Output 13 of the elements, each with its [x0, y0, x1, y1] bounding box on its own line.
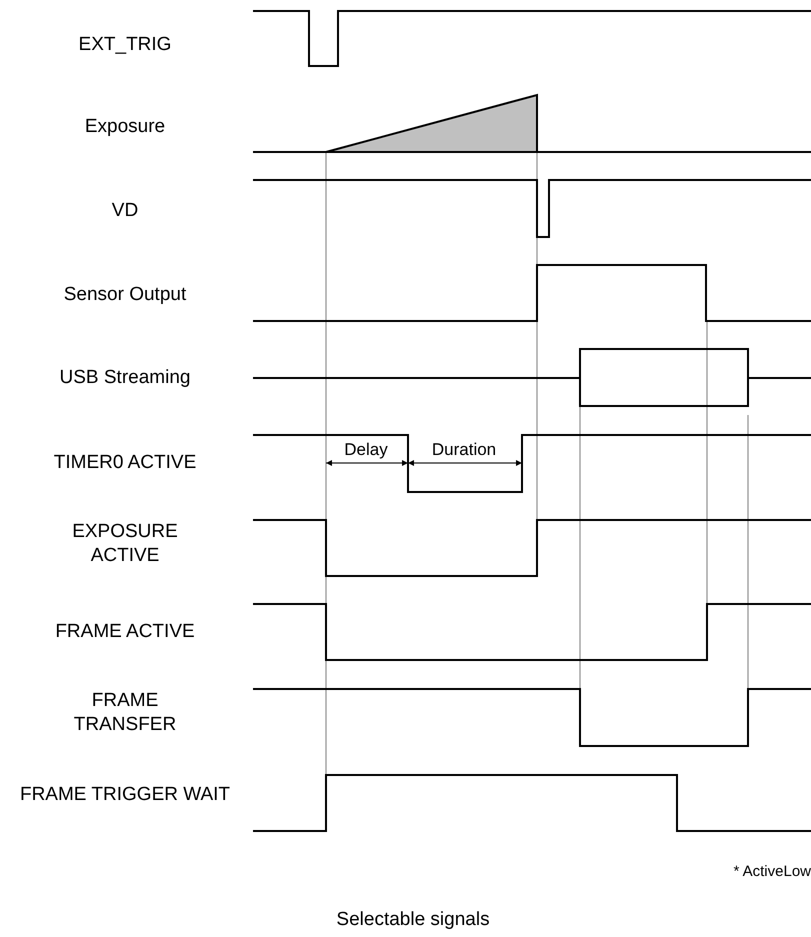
- signal-name: Exposure: [84, 115, 166, 139]
- signal-name: USB Streaming: [58, 366, 192, 390]
- signal-name: FRAME TRANSFER: [72, 689, 178, 737]
- signal-name: EXPOSURE ACTIVE: [71, 520, 179, 568]
- signal-name: VD: [110, 199, 140, 223]
- signal-name: EXT_TRIG: [78, 33, 172, 57]
- signal-name: FRAME ACTIVE: [54, 620, 196, 644]
- signal-name: FRAME TRIGGER WAIT: [18, 783, 232, 807]
- caption: Selectable signals: [336, 908, 490, 932]
- footnote: * ActiveLow: [733, 863, 811, 881]
- dimension-label: Delay: [343, 440, 389, 460]
- signal-name: Sensor Output: [62, 283, 188, 307]
- signal-name: TIMER0 ACTIVE: [52, 451, 198, 475]
